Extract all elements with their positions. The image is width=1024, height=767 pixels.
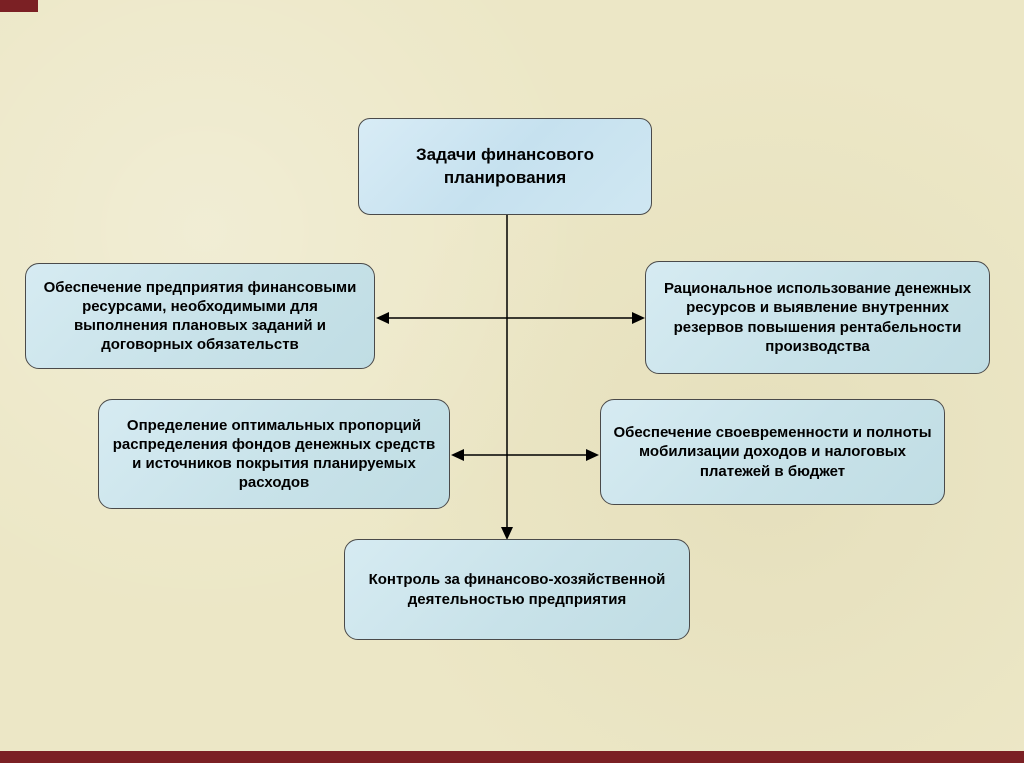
node-optimal-proportions-label: Определение оптимальных пропорций распре… bbox=[112, 416, 436, 492]
node-optimal-proportions: Определение оптимальных пропорций распре… bbox=[98, 399, 450, 509]
node-rational-use-label: Рациональное использование денежных ресу… bbox=[663, 280, 972, 355]
node-timely-mobilization: Обеспечение своевременности и полноты мо… bbox=[600, 399, 945, 505]
bottom-accent-bar bbox=[0, 751, 1024, 763]
node-title: Задачи финансового планирования bbox=[358, 118, 652, 215]
node-title-label: Задачи финансового планирования bbox=[416, 144, 594, 187]
node-resources-provision-label: Обеспечение предприятия финансовыми ресу… bbox=[43, 278, 357, 354]
node-control-activity: Контроль за финансово-хозяйственной деят… bbox=[344, 539, 690, 640]
node-timely-mobilization-label: Обеспечение своевременности и полноты мо… bbox=[613, 424, 932, 480]
node-rational-use: Рациональное использование денежных ресу… bbox=[645, 261, 990, 374]
node-control-activity-label: Контроль за финансово-хозяйственной деят… bbox=[368, 571, 666, 608]
node-resources-provision: Обеспечение предприятия финансовыми ресу… bbox=[25, 263, 375, 369]
arrowhead-right-icon bbox=[586, 449, 599, 461]
arrowhead-left-icon bbox=[451, 449, 464, 461]
top-left-accent-bar bbox=[0, 0, 38, 12]
arrowhead-left-icon bbox=[376, 312, 389, 324]
bottom-white-margin bbox=[0, 763, 1024, 767]
arrowhead-right-icon bbox=[632, 312, 645, 324]
